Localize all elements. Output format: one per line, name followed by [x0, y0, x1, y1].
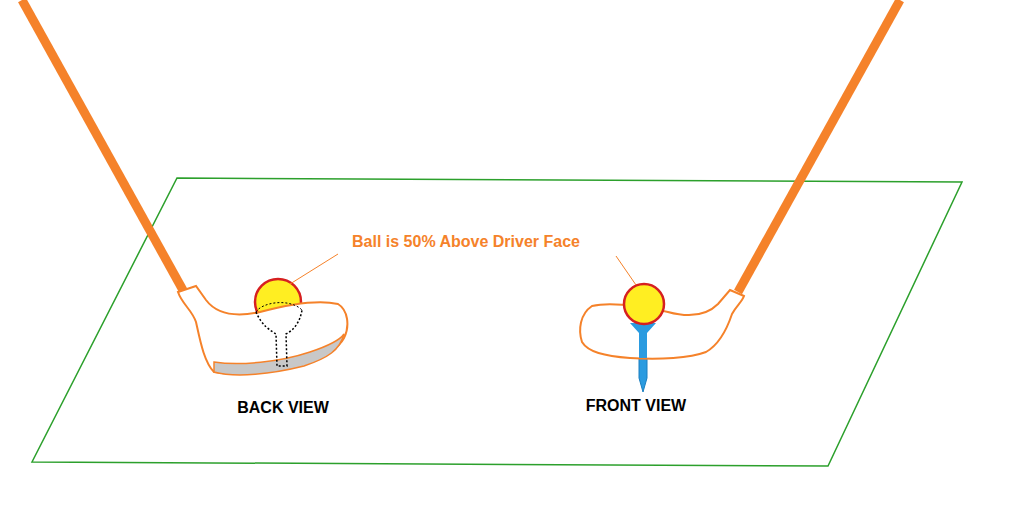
- view-label: BACK VIEW: [237, 399, 329, 417]
- leader-line: [290, 254, 338, 284]
- ground-plane: [32, 178, 962, 466]
- driver-sole: [214, 334, 344, 375]
- leader-line: [616, 256, 636, 285]
- golf-ball: [624, 284, 664, 324]
- driver-head-back: [178, 286, 347, 374]
- club-shaft: [738, 0, 900, 292]
- hidden-tee: [256, 310, 302, 366]
- view-label: FRONT VIEW: [586, 397, 686, 415]
- hidden-ball-outline: [256, 303, 302, 312]
- golf-tee: [630, 323, 656, 358]
- callout-note: Ball is 50% Above Driver Face: [352, 233, 580, 251]
- club-shaft: [22, 0, 184, 292]
